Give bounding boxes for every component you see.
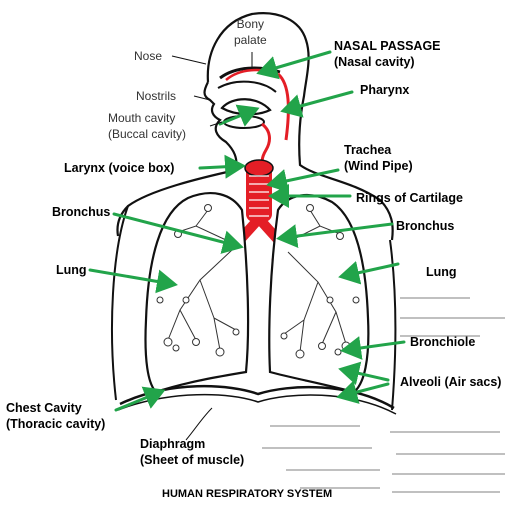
mouth [223, 115, 265, 129]
label-diaphragm: Diaphragm (Sheet of muscle) [140, 436, 244, 468]
label-chest-cavity: Chest Cavity (Thoracic cavity) [6, 400, 105, 432]
nasal-cavity [217, 80, 277, 93]
trachea [244, 159, 274, 222]
diagram-title: HUMAN RESPIRATORY SYSTEM [162, 488, 333, 500]
arrow-nasal-passage [256, 50, 332, 80]
face-outline [116, 81, 238, 237]
label-lung-left: Lung [56, 263, 87, 277]
label-mouth-cavity: Mouth cavity (Buccal cavity) [108, 110, 186, 142]
label-bronchus-left: Bronchus [52, 205, 111, 219]
arrow-bronchus-left [112, 212, 244, 254]
annotation-arrows [88, 50, 406, 412]
chest-wall [111, 205, 397, 411]
arrow-pharynx [280, 90, 354, 118]
label-nasal-passage: NASAL PASSAGE (Nasal cavity) [334, 38, 441, 70]
arrow-larynx [198, 154, 246, 179]
cartilage-rings [249, 175, 269, 217]
arrow-trachea [266, 168, 340, 193]
label-nasal-passage-line1: NASAL PASSAGE [334, 39, 441, 53]
left-lung [144, 192, 250, 394]
label-pharynx: Pharynx [360, 83, 410, 97]
label-mouth-cavity-line2: (Buccal cavity) [108, 127, 187, 141]
label-lung-right: Lung [426, 265, 457, 279]
label-diaphragm-line1: Diaphragm [140, 437, 206, 451]
label-larynx: Larynx (voice box) [64, 161, 175, 175]
label-alveoli: Alveoli (Air sacs) [400, 375, 502, 389]
label-bony-palate-line1: Bony [236, 17, 265, 31]
label-nostrils: Nostrils [136, 89, 177, 103]
label-mouth-cavity-line1: Mouth cavity [108, 111, 176, 125]
arrow-bronchiole [340, 336, 406, 360]
label-nose: Nose [134, 49, 163, 63]
label-bony-palate: Bony palate [234, 16, 267, 48]
label-rings-of-cartilage: Rings of Cartilage [356, 191, 463, 205]
label-chest-cavity-line2: (Thoracic cavity) [6, 417, 106, 431]
head-outline [206, 12, 394, 241]
leader-lines [171, 52, 253, 441]
label-trachea: Trachea (Wind Pipe) [344, 142, 413, 174]
arrow-bronchus-right [276, 222, 394, 249]
label-trachea-line1: Trachea [344, 143, 392, 157]
arrow-chest-cavity [114, 386, 166, 412]
pharynx-red [276, 72, 290, 141]
arrow-mouth-cavity [218, 104, 260, 127]
arrow-lung-left [88, 268, 178, 294]
background-text-lines [262, 297, 505, 493]
label-bronchiole: Bronchiole [410, 335, 476, 349]
label-bronchus-right: Bronchus [396, 219, 455, 233]
arrow-alveoli-1 [338, 361, 390, 386]
label-nasal-passage-line2: (Nasal cavity) [334, 55, 415, 69]
arrow-lung-right [338, 261, 400, 285]
label-diaphragm-line2: (Sheet of muscle) [140, 453, 245, 467]
diaphragm-lower [117, 393, 397, 415]
label-chest-cavity-line1: Chest Cavity [6, 401, 82, 415]
label-trachea-line2: (Wind Pipe) [344, 159, 413, 173]
label-bony-palate-line2: palate [234, 33, 267, 47]
arrow-alveoli-2 [336, 380, 390, 404]
